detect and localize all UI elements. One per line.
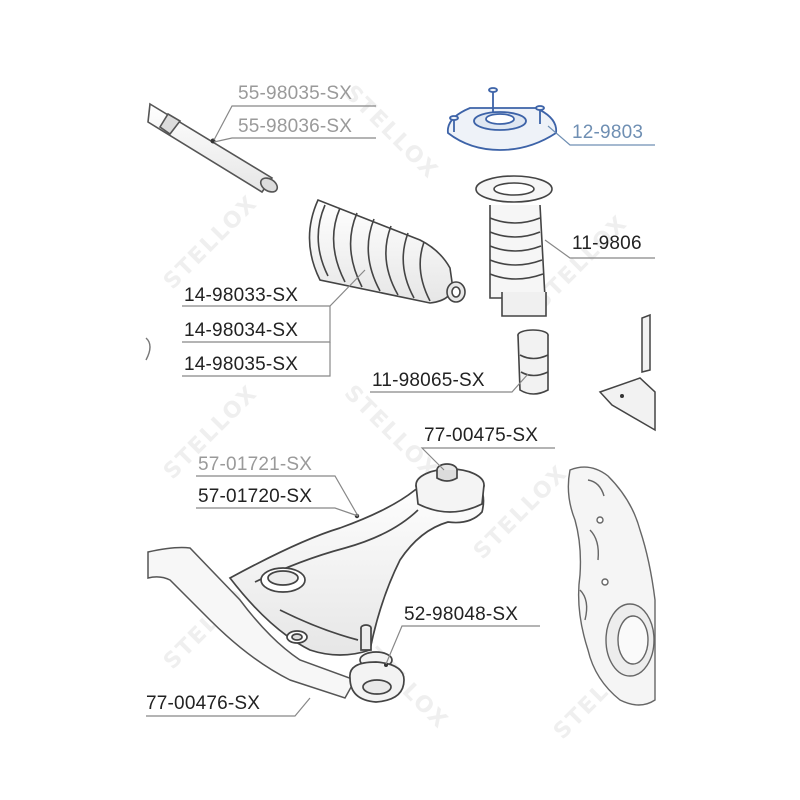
leader-11-98065	[370, 373, 529, 393]
leader-11-9806	[544, 239, 655, 259]
label-57-01721-sx: 57-01721-SX	[198, 454, 313, 475]
left-partial-part	[145, 337, 151, 361]
leader-55-98035	[213, 105, 376, 141]
label-57-01720-sx: 57-01720-SX	[198, 486, 313, 507]
bushing-77-00475-drawing	[415, 463, 485, 513]
steering-knuckle-drawing	[567, 466, 656, 706]
subframe-drawing	[147, 546, 357, 699]
control-arm-drawing	[228, 476, 485, 656]
leader-57-01721	[196, 475, 359, 517]
label-55-98036-sx: 55-98036-SX	[238, 116, 353, 137]
rack-boot-drawing	[308, 198, 466, 304]
leader-55-98036	[213, 137, 376, 143]
label-14-98034-sx: 14-98034-SX	[184, 320, 299, 341]
leader-57-01720	[196, 507, 359, 517]
label-52-98048-sx: 52-98048-SX	[404, 604, 519, 625]
leader-77-00476	[146, 697, 311, 717]
label-14-98033-sx: 14-98033-SX	[184, 285, 299, 306]
sway-link-drawing	[598, 313, 656, 432]
label-11-9806: 11-9806	[572, 233, 642, 254]
leader-52-98048	[385, 625, 540, 665]
leader-12-9803	[547, 125, 655, 146]
label-14-98035-sx: 14-98035-SX	[184, 354, 299, 375]
dust-boot-drawing	[475, 175, 553, 317]
label-11-98065-sx: 11-98065-SX	[372, 370, 485, 391]
leader-lines	[146, 105, 655, 717]
label-12-9803: 12-9803	[572, 122, 644, 143]
bump-stop-drawing	[517, 329, 549, 395]
label-55-98035-sx: 55-98035-SX	[238, 83, 353, 104]
ball-joint-drawing	[349, 624, 405, 703]
tie-rod-drawing	[147, 102, 279, 194]
leader-14-98035	[182, 342, 331, 377]
label-77-00476-sx: 77-00476-SX	[146, 693, 261, 714]
leader-77-00475	[420, 447, 555, 471]
label-77-00475-sx: 77-00475-SX	[424, 425, 539, 446]
strut-mount-drawing	[447, 87, 558, 151]
